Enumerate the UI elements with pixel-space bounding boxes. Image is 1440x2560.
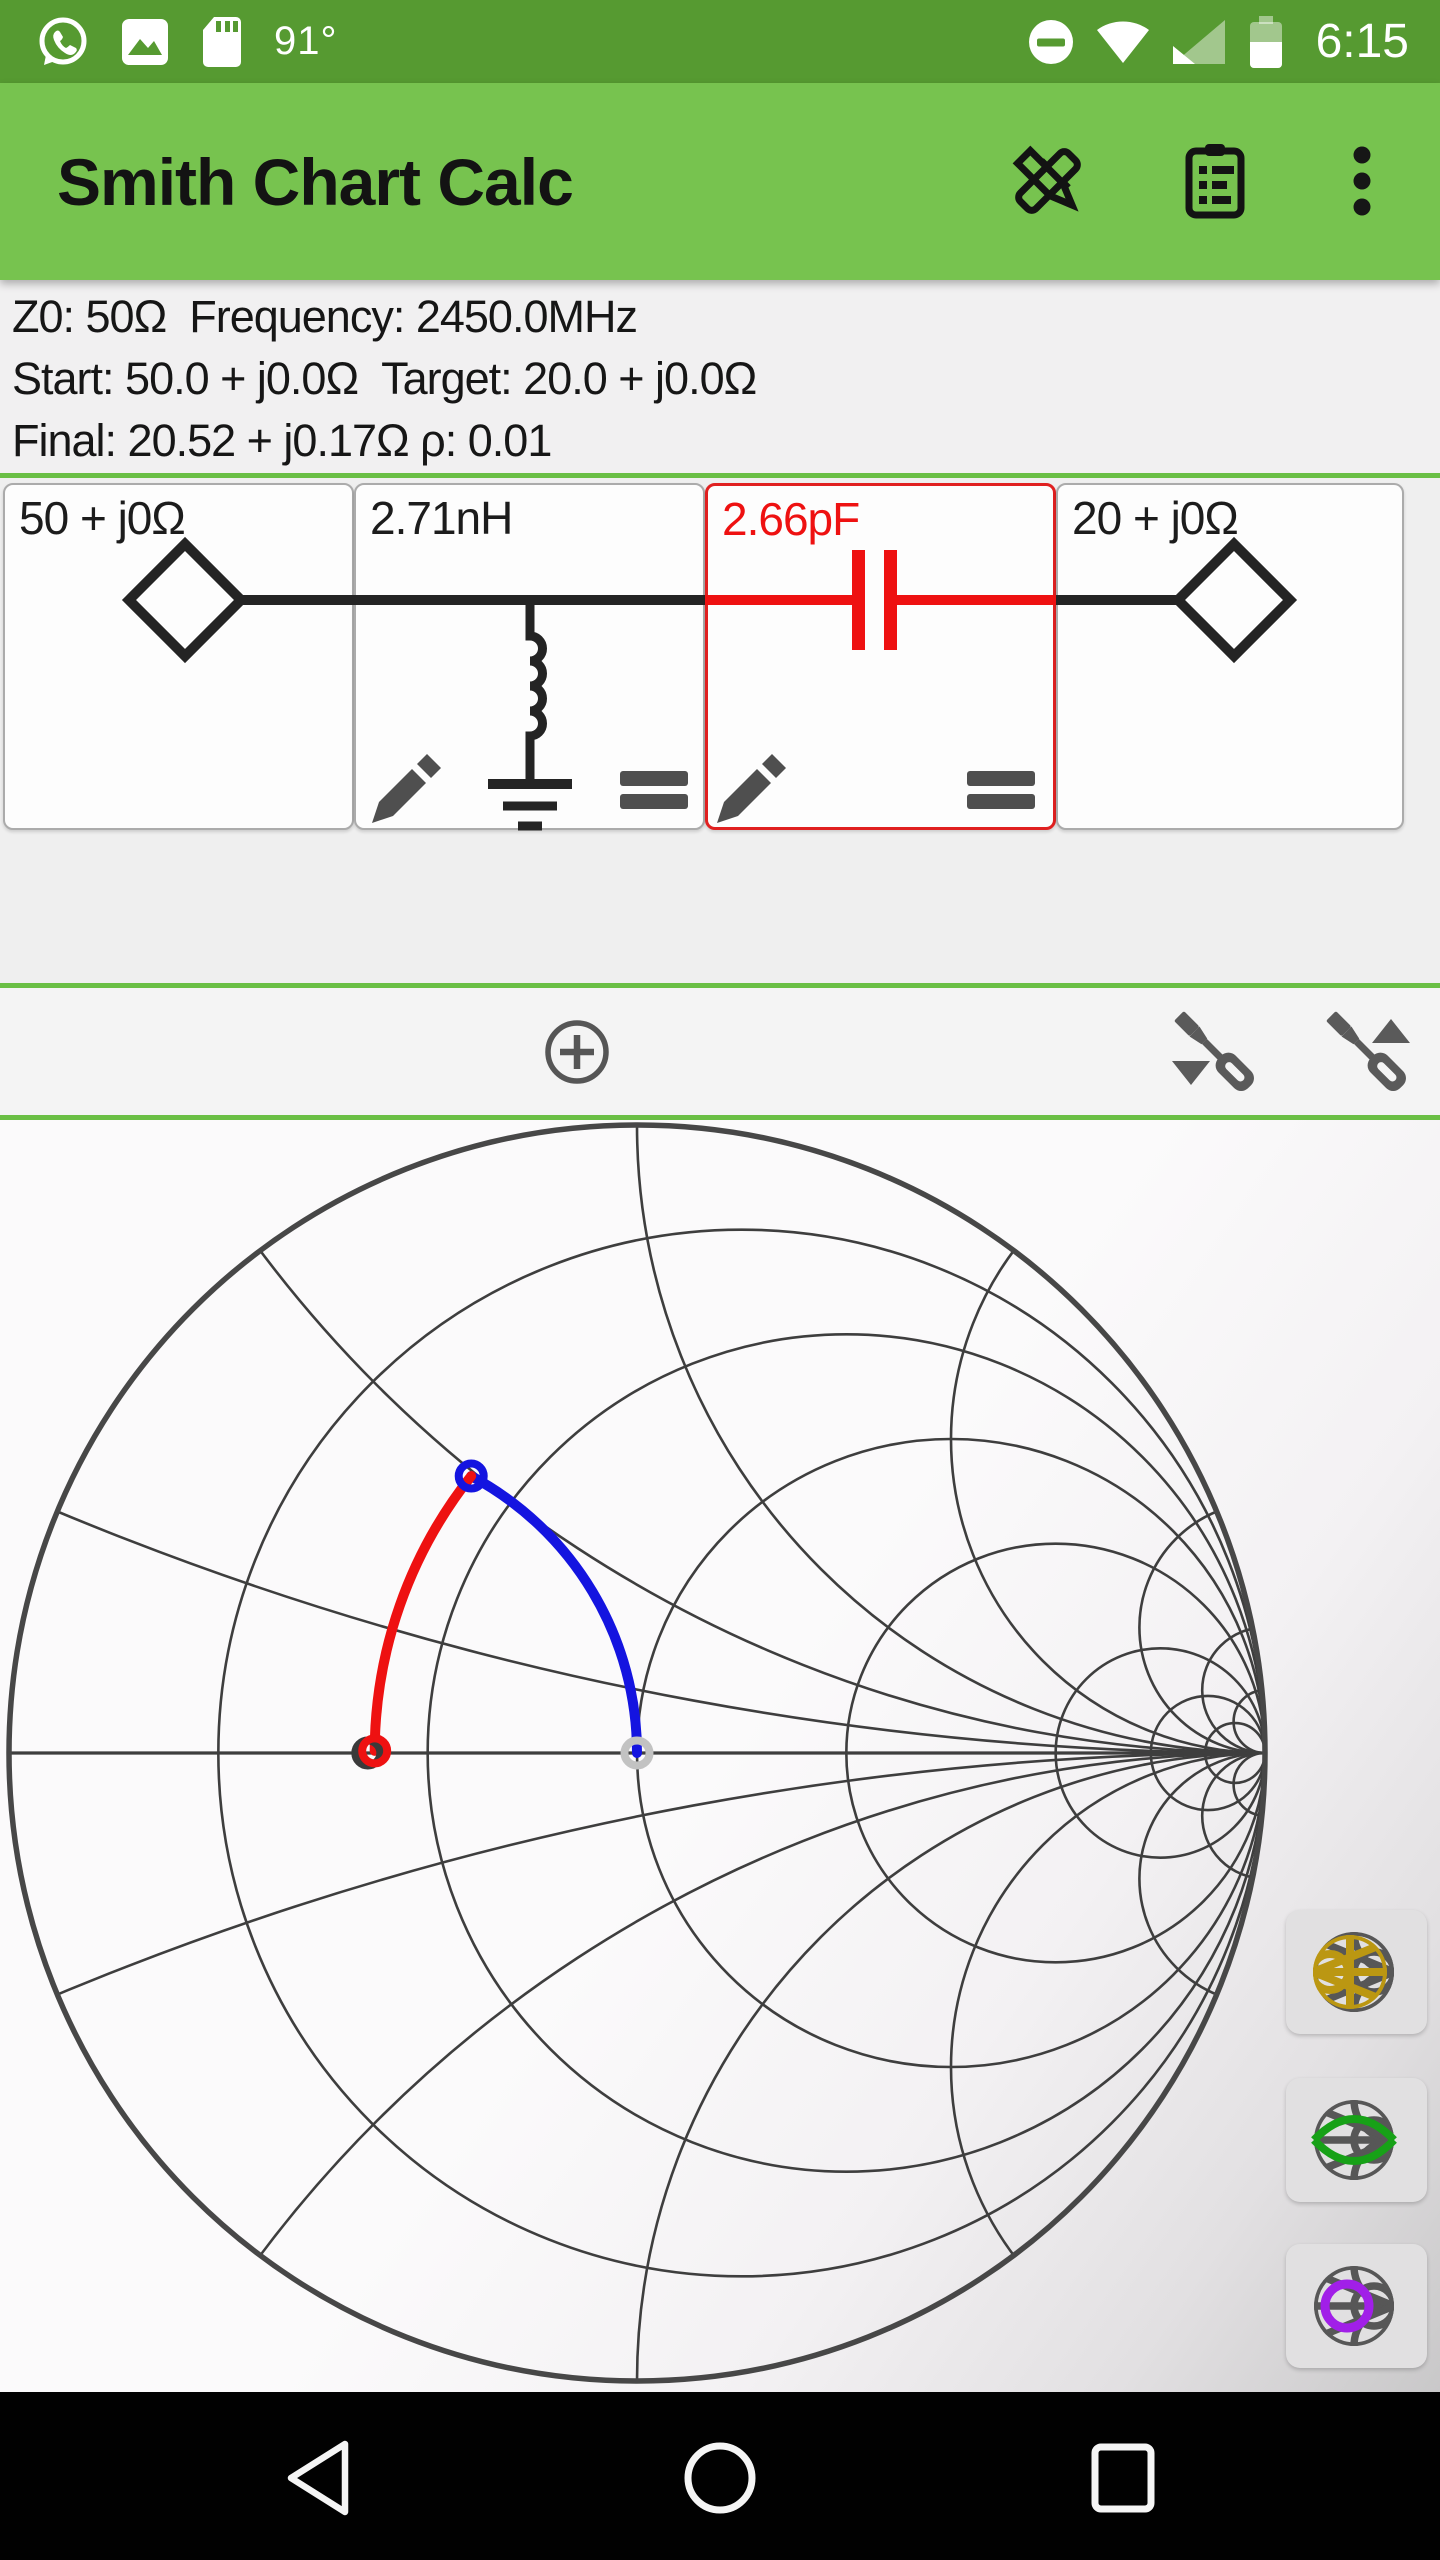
clipboard-list-button[interactable] xyxy=(1173,139,1257,223)
network-info-panel: Z0: 50Ω Frequency: 2450.0MHz Start: 50.0… xyxy=(0,280,1440,473)
status-bar: 91° 6:15 xyxy=(0,0,1440,83)
info-line-final-rho: Final: 20.52 + j0.17Ω ρ: 0.01 xyxy=(12,415,552,466)
component-card-source[interactable]: 50 + j0Ω xyxy=(3,483,354,830)
marker-after-shunt-inductor[interactable] xyxy=(454,1459,488,1493)
design-tools-button[interactable] xyxy=(1006,139,1090,223)
app-title: Smith Chart Calc xyxy=(57,144,574,219)
wifi-icon xyxy=(1096,20,1149,63)
smith-lens-icon xyxy=(1310,2100,1397,2180)
component-card-shunt-inductor[interactable]: 2.71nH xyxy=(354,483,705,830)
marker-final[interactable] xyxy=(358,1734,392,1768)
cellular-signal-icon xyxy=(1172,19,1225,64)
chart-toolbar xyxy=(0,983,1440,1120)
gallery-icon xyxy=(122,18,168,65)
smith-circle-icon xyxy=(1313,2266,1394,2346)
tune-up-button[interactable] xyxy=(1312,997,1422,1107)
back-button[interactable] xyxy=(265,2436,375,2520)
battery-icon xyxy=(1249,15,1282,68)
add-component-button[interactable] xyxy=(522,997,632,1107)
component-value-label: 50 + j0Ω xyxy=(19,492,186,544)
clock-text: 6:15 xyxy=(1315,15,1409,68)
home-button[interactable] xyxy=(665,2436,775,2520)
status-system-icons: 6:15 xyxy=(1028,14,1409,70)
recents-button[interactable] xyxy=(1068,2436,1178,2520)
info-line-z0-frequency: Z0: 50Ω Frequency: 2450.0MHz xyxy=(12,291,638,342)
path-shunt-inductor-2.71nH xyxy=(466,1471,642,1758)
status-notification-icons: 91° xyxy=(36,15,338,69)
tune-down-button[interactable] xyxy=(1160,997,1270,1107)
smith-chart[interactable] xyxy=(0,1120,1440,2392)
overflow-menu-button[interactable] xyxy=(1320,139,1404,223)
divider xyxy=(0,473,1440,478)
temperature-text: 91° xyxy=(274,19,338,63)
circuit-section: 50 + j0Ω 2.71nH 2.66pF 20 + j0Ω xyxy=(0,478,1440,983)
smith-chart-area xyxy=(0,1120,1440,2392)
component-card-load[interactable]: 20 + j0Ω xyxy=(1056,483,1404,830)
path-series-capacitor-2.66pF xyxy=(369,1471,477,1756)
component-value-label: 20 + j0Ω xyxy=(1072,492,1239,544)
lens-grid-toggle-button[interactable] xyxy=(1286,2078,1427,2202)
component-card-series-capacitor-selected[interactable]: 2.66pF xyxy=(705,483,1056,830)
marker-start[interactable] xyxy=(620,1736,654,1770)
smith-gold-icon xyxy=(1312,1932,1394,2012)
android-nav-bar xyxy=(0,2392,1440,2560)
component-value-label: 2.71nH xyxy=(370,492,513,544)
info-line-start-target: Start: 50.0 + j0.0Ω Target: 20.0 + j0.0Ω xyxy=(12,353,757,404)
do-not-disturb-icon xyxy=(1028,19,1073,64)
admittance-grid-toggle-button[interactable] xyxy=(1286,1910,1427,2034)
component-value-label: 2.66pF xyxy=(722,493,860,545)
app-bar: Smith Chart Calc xyxy=(0,83,1440,280)
q-circle-toggle-button[interactable] xyxy=(1286,2244,1427,2368)
whatsapp-icon xyxy=(39,17,87,65)
sd-card-icon xyxy=(203,16,241,67)
